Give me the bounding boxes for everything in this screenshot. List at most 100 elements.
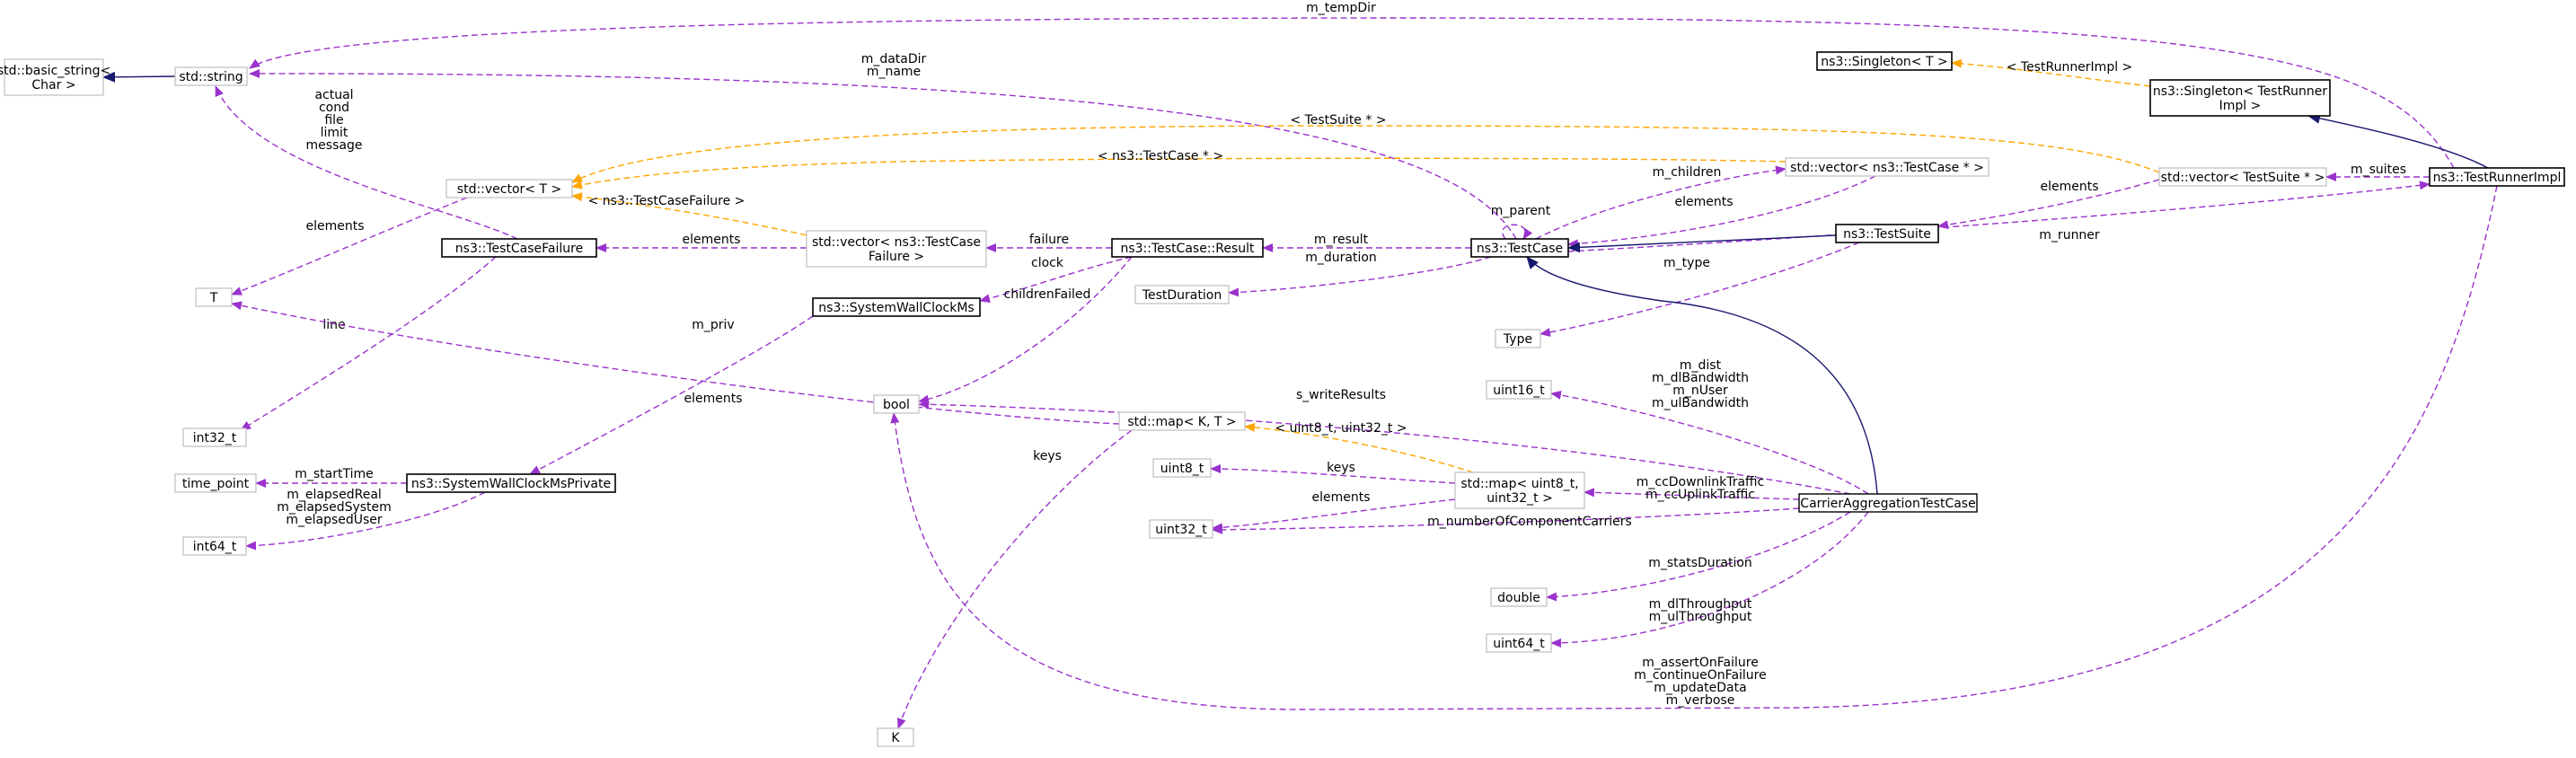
edge-line xyxy=(1546,511,1851,602)
edge-vts-elements: elements xyxy=(1937,179,2160,230)
edge-m-tempDir: m_tempDir xyxy=(249,1,2455,169)
edge-label: m_dlBandwidth xyxy=(1652,371,1749,385)
edge-label: m_duration xyxy=(1305,251,1377,265)
node-box xyxy=(806,230,987,268)
node-uint64-t: uint64_t xyxy=(1486,633,1552,653)
node-uint16-t: uint16_t xyxy=(1486,380,1552,400)
node-label: TestDuration xyxy=(1142,288,1222,303)
edge-label: s_writeResults xyxy=(1296,388,1386,402)
node-K: K xyxy=(877,727,914,747)
node-Singleton-TRI[interactable]: ns3::Singleton< TestRunnerImpl > xyxy=(2149,79,2331,117)
edge-inherit-carrier xyxy=(1526,256,1878,495)
node-box xyxy=(1111,238,1264,258)
node-SystemWallClockMs[interactable]: ns3::SystemWallClockMs xyxy=(812,297,981,317)
edge-label: childrenFailed xyxy=(1004,287,1091,302)
edge-m-children: m_children xyxy=(1535,165,1786,240)
node-TestSuite[interactable]: ns3::TestSuite xyxy=(1835,224,1939,243)
node-label: double xyxy=(1497,591,1540,605)
edge-inherit-testsuite xyxy=(1567,234,1837,253)
node-SystemWallClockMsPrivate[interactable]: ns3::SystemWallClockMsPrivate xyxy=(406,473,616,493)
edge-line xyxy=(571,192,807,236)
edge-label: actual xyxy=(314,88,353,102)
node-map-uint8-uint32: std::map< uint8_t,uint32_t > xyxy=(1454,472,1585,509)
edge-label: elements xyxy=(682,233,740,247)
edge-label: line xyxy=(322,318,345,332)
edge-label: m_tempDir xyxy=(1306,1,1376,15)
node-label: T xyxy=(209,291,218,305)
edge-label: < uint8_t, uint32_t > xyxy=(1275,421,1407,436)
node-uint8-t: uint8_t xyxy=(1152,458,1212,478)
edge-label: m_assertOnFailure xyxy=(1642,656,1759,670)
edge-label: m_elapsedReal xyxy=(287,488,382,502)
edge-label: m_elapsedSystem xyxy=(277,500,392,515)
edge-tcf-line: line xyxy=(240,256,497,431)
edge-line xyxy=(1212,507,1800,534)
edge-label: m_children xyxy=(1653,165,1722,180)
node-double: double xyxy=(1490,587,1548,607)
edge-label: m_numberOfComponentCarriers xyxy=(1427,515,1632,529)
edge-m-numberOfComponentCarriers: m_numberOfComponentCarriers xyxy=(1212,507,1800,534)
node-box xyxy=(2158,167,2327,187)
edge-label: m_result xyxy=(1314,233,1369,247)
node-TestRunnerImpl[interactable]: ns3::TestRunnerImpl xyxy=(2429,167,2565,187)
edge-map-u8u32-elements: elements xyxy=(1212,490,1456,533)
node-box xyxy=(182,427,247,447)
edge-failure: failure xyxy=(985,233,1112,252)
node-box xyxy=(4,58,104,96)
edge-map-elements-T: elements xyxy=(231,301,1120,425)
node-CarrierAggregationTestCase[interactable]: CarrierAggregationTestCase xyxy=(1798,493,1978,513)
edge-label: elements xyxy=(305,219,364,234)
edge-line xyxy=(1584,488,1800,500)
edge-label: message xyxy=(306,138,363,153)
node-int32-t: int32_t xyxy=(182,427,247,447)
node-label: Char > xyxy=(31,78,75,93)
node-label: std::map< uint8_t, xyxy=(1460,477,1578,491)
edge-label: elements xyxy=(1674,195,1733,209)
node-int64-t: int64_t xyxy=(182,536,247,556)
node-box xyxy=(174,66,248,86)
node-label: Impl > xyxy=(2219,99,2262,113)
node-label: ns3::SystemWallClockMs xyxy=(818,301,974,315)
edge-map-keys: keys xyxy=(897,429,1133,729)
node-bool: bool xyxy=(873,394,920,414)
node-box xyxy=(1816,51,1953,71)
node-label: ns3::Singleton< T > xyxy=(1821,55,1947,69)
node-vector-TestCaseFailure: std::vector< ns3::TestCaseFailure > xyxy=(806,230,987,268)
edge-m-suites: m_suites xyxy=(2325,163,2430,181)
edge-label: keys xyxy=(1033,449,1062,463)
node-box xyxy=(1134,285,1230,304)
edge-map-u8u32-tpl: < uint8_t, uint32_t > xyxy=(1244,421,1474,473)
node-basic-string: std::basic_string<Char > xyxy=(0,58,110,96)
node-TestCaseFailure[interactable]: ns3::TestCaseFailure xyxy=(441,238,597,258)
node-label: uint64_t xyxy=(1493,637,1545,651)
node-TestCase[interactable]: ns3::TestCase xyxy=(1470,238,1569,258)
node-Singleton-T[interactable]: ns3::Singleton< T > xyxy=(1816,51,1953,71)
edge-line xyxy=(1535,165,1786,240)
node-label: int64_t xyxy=(193,540,237,554)
node-box xyxy=(174,473,257,493)
node-label: ns3::TestRunnerImpl xyxy=(2433,171,2562,185)
node-box xyxy=(812,297,981,317)
node-label: uint16_t xyxy=(1493,383,1545,398)
edge-label: clock xyxy=(1031,256,1064,270)
edge-line xyxy=(529,315,814,475)
edge-label: m_ccUplinkTraffic xyxy=(1645,488,1755,502)
node-box xyxy=(1490,587,1548,607)
edge-label: m_elapsedUser xyxy=(286,513,383,527)
node-box xyxy=(1486,380,1552,400)
edge-line xyxy=(1567,234,1837,253)
node-box xyxy=(1118,411,1246,431)
edge-clock: clock xyxy=(979,256,1133,304)
edge-m-type: m_type xyxy=(1539,242,1860,337)
node-label: ns3::SystemWallClockMsPrivate xyxy=(411,477,611,491)
node-label: std::vector< TestSuite * > xyxy=(2161,171,2325,185)
node-box xyxy=(446,179,573,198)
edge-m-result: m_result xyxy=(1262,233,1471,252)
node-TestCaseResult[interactable]: ns3::TestCase::Result xyxy=(1111,238,1264,258)
edge-m-duration: m_duration xyxy=(1228,251,1492,297)
edge-vector-elements: elements xyxy=(231,197,468,295)
edge-inherit-string xyxy=(102,71,176,83)
edge-line xyxy=(240,256,497,431)
node-box xyxy=(1785,157,1989,177)
